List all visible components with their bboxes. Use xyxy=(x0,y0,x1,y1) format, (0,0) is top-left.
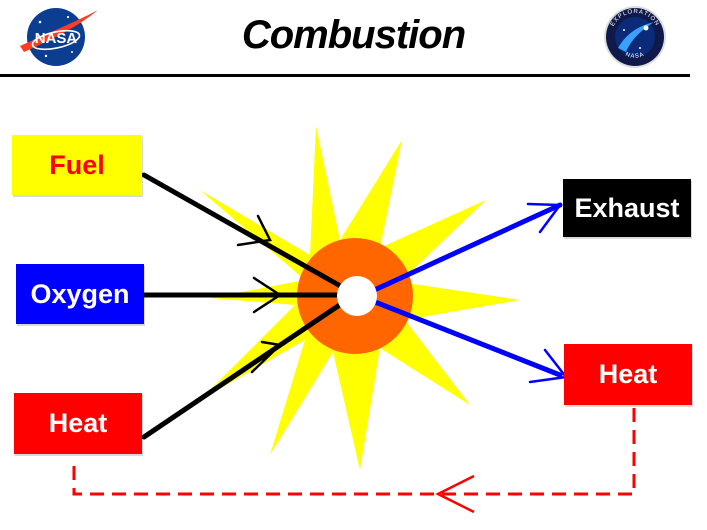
oxygen-box: Oxygen xyxy=(16,264,144,324)
output-arrowheads xyxy=(526,202,569,384)
reaction-core xyxy=(337,276,377,316)
heat-input-box: Heat xyxy=(14,393,142,454)
output-arrows xyxy=(367,202,563,378)
input-arrows xyxy=(141,172,347,440)
svg-text:NASA: NASA xyxy=(35,30,78,47)
nasa-logo: NASA xyxy=(20,8,98,66)
heat-output-box: Heat xyxy=(564,344,692,405)
heat-output-label: Heat xyxy=(598,359,658,389)
fuel-label: Fuel xyxy=(49,149,105,180)
svg-text:NASA: NASA xyxy=(624,52,645,60)
exploration-logo: EXPLORATION NASA xyxy=(604,6,666,68)
oxygen-label: Oxygen xyxy=(30,278,130,309)
fuel-box: Fuel xyxy=(12,135,142,195)
heat-input-label: Heat xyxy=(48,408,108,438)
header-divider xyxy=(0,74,690,77)
input-arrowheads xyxy=(236,214,283,374)
exhaust-label: Exhaust xyxy=(574,192,680,223)
feedback-arrowhead xyxy=(435,474,475,514)
heat-feedback-loop xyxy=(72,408,636,496)
exhaust-box: Exhaust xyxy=(563,179,691,237)
page-title: Combustion xyxy=(241,13,466,57)
